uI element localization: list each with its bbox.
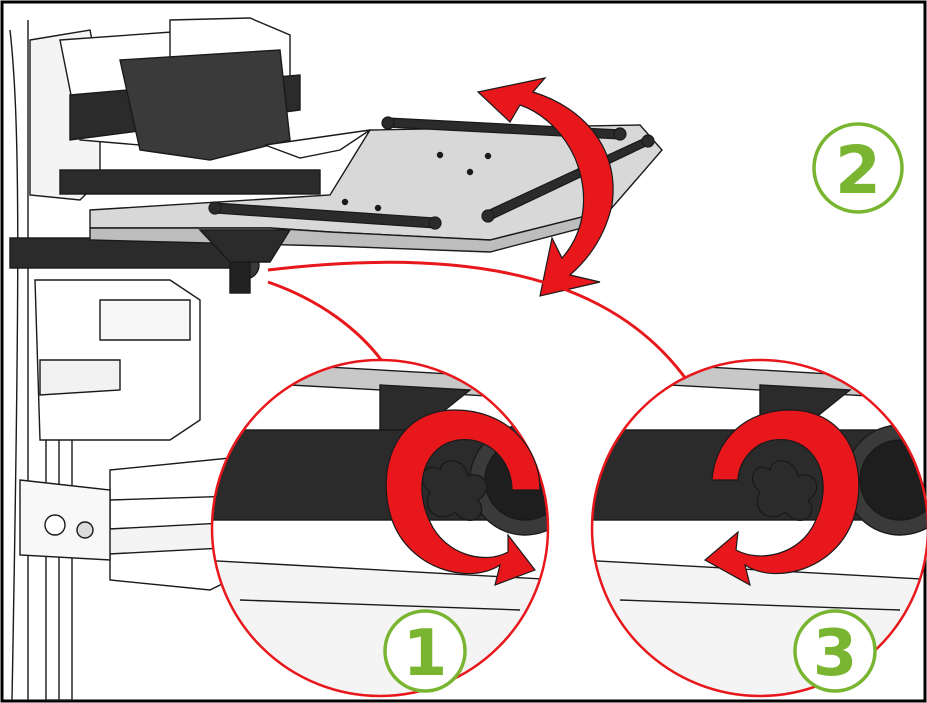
upper-clamp-block bbox=[29, 17, 301, 201]
clockwise-arrow-icon bbox=[385, 409, 541, 586]
zoom-detail-left: 1 bbox=[210, 358, 550, 698]
step-badge-2 bbox=[812, 122, 904, 214]
step-number-1: 1 bbox=[403, 617, 448, 691]
step-number-3: 3 bbox=[813, 617, 858, 691]
step-number-2: 2 bbox=[835, 132, 881, 209]
zoom-detail-right: 3 bbox=[590, 358, 927, 698]
curved-double-arrow-icon bbox=[476, 77, 614, 297]
mid-clamp-block bbox=[34, 279, 201, 441]
step-badge-1 bbox=[383, 609, 467, 693]
counterclockwise-arrow-icon bbox=[703, 409, 860, 587]
step-badge-3 bbox=[793, 609, 877, 693]
callout-lines bbox=[267, 260, 702, 401]
